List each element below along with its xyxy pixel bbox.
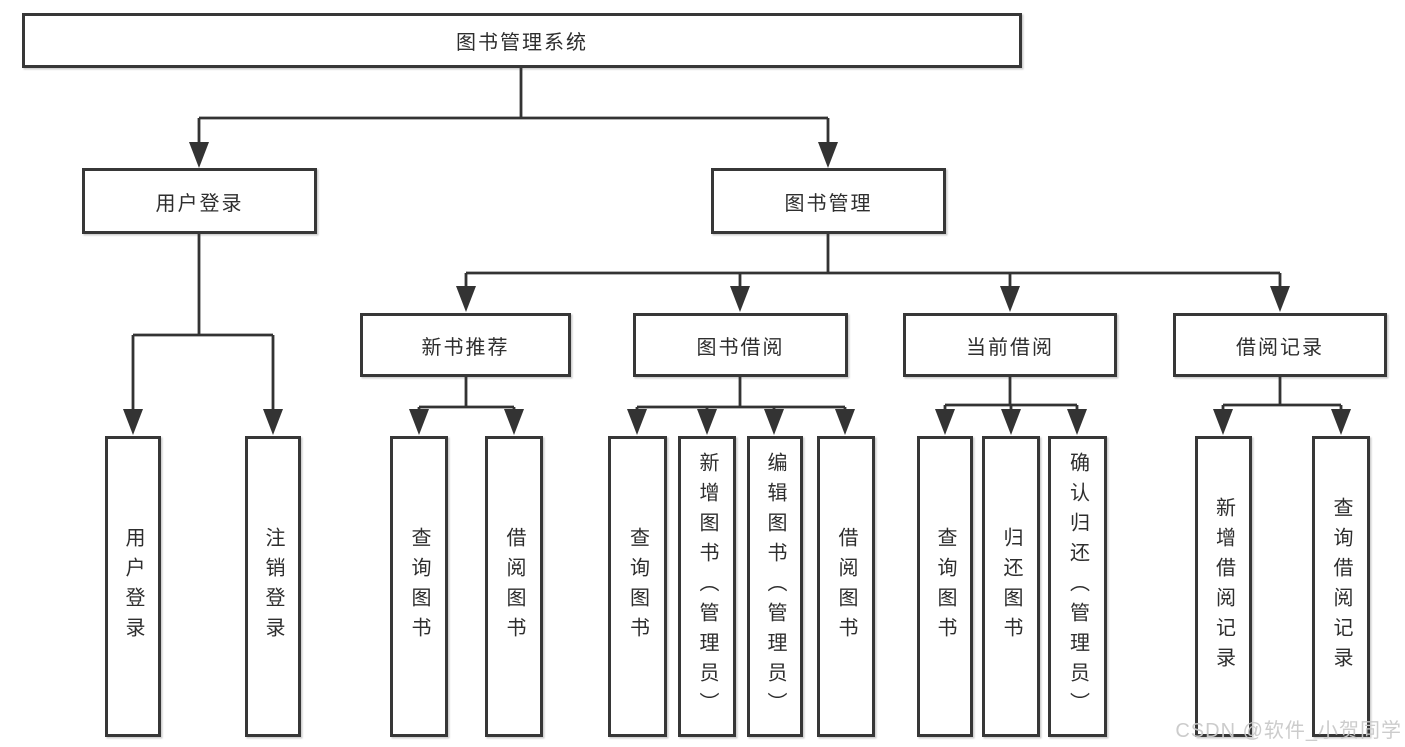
arrow-down-icon [1000,286,1020,312]
leaf-edit-book-admin: 编辑图书（管理员） [747,436,803,737]
leaf-query-borrow-record: 查询借阅记录 [1312,436,1370,737]
arrow-down-icon [1270,286,1290,312]
arrow-down-icon [456,286,476,312]
leaf-borrow-books: 借阅图书 [817,436,875,737]
arrow-down-icon [1331,409,1351,435]
leaf-borrow-books-recommend: 借阅图书 [485,436,543,737]
arrow-down-icon [818,142,838,168]
arrow-down-icon [409,409,429,435]
arrow-down-icon [627,409,647,435]
arrow-down-icon [764,409,784,435]
watermark: CSDN @软件_小贺同学 [1175,720,1402,742]
node-borrow-records: 借阅记录 [1173,313,1387,377]
arrow-down-icon [123,409,143,435]
leaf-add-book-admin: 新增图书（管理员） [678,436,736,737]
arrow-down-icon [1067,409,1087,435]
arrow-down-icon [1213,409,1233,435]
arrow-down-icon [730,286,750,312]
leaf-confirm-return-admin: 确认归还（管理员） [1048,436,1107,737]
leaf-query-books-current: 查询图书 [917,436,973,737]
arrow-down-icon [189,142,209,168]
leaf-query-books-recommend: 查询图书 [390,436,448,737]
node-current-borrow: 当前借阅 [903,313,1117,377]
arrow-down-icon [263,409,283,435]
node-book-management: 图书管理 [711,168,946,234]
arrow-down-icon [697,409,717,435]
leaf-return-books: 归还图书 [982,436,1040,737]
leaf-user-login: 用户登录 [105,436,161,737]
leaf-query-books-borrow: 查询图书 [608,436,667,737]
node-book-borrow: 图书借阅 [633,313,848,377]
node-library-system: 图书管理系统 [22,13,1022,68]
node-user-login: 用户登录 [82,168,317,234]
arrow-down-icons [123,142,1351,435]
leaf-logout: 注销登录 [245,436,301,737]
arrow-down-icon [835,409,855,435]
arrow-down-icon [935,409,955,435]
arrow-down-icon [1001,409,1021,435]
node-new-book-recommend: 新书推荐 [360,313,571,377]
leaf-add-borrow-record: 新增借阅记录 [1195,436,1252,737]
arrow-down-icon [504,409,524,435]
